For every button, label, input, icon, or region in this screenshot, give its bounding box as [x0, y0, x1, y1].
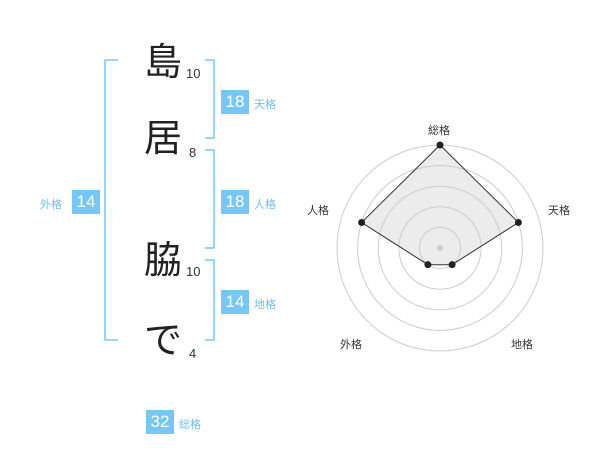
- chikaku-label: 地格: [254, 298, 276, 311]
- radar-grid-ring: [377, 185, 503, 311]
- stroke-count-2: 8: [189, 145, 197, 160]
- radar-point-4: [424, 261, 432, 269]
- radar-series-polygon: [360, 144, 520, 266]
- stroke-count-1: 10: [186, 66, 201, 81]
- radar-point-5: [358, 219, 366, 227]
- radar-axis-label-soukaku: 総格: [428, 124, 450, 137]
- tenkaku-value: 18: [221, 90, 249, 114]
- gaikaku-label: 外格: [40, 198, 62, 211]
- radar-grid-ring: [357, 165, 523, 331]
- radar-axis-label-jinkaku: 人格: [307, 204, 329, 217]
- name-char-4: で: [143, 318, 182, 362]
- radar-center-dot: [437, 245, 443, 251]
- radar-point-1: [436, 141, 444, 149]
- stroke-count-4: 4: [189, 346, 197, 361]
- radar-point-2: [514, 219, 522, 227]
- name-char-2: 居: [143, 116, 182, 160]
- soukaku-value: 32: [146, 410, 174, 434]
- chikaku-bracket: [205, 259, 215, 341]
- gaikaku-bracket: [104, 59, 118, 341]
- radar-axis-label-tenkaku: 天格: [548, 204, 570, 217]
- jinkaku-bracket: [205, 149, 215, 249]
- name-char-3: 脇: [143, 238, 182, 282]
- radar-axis-label-gaikaku: 外格: [340, 338, 362, 351]
- radar-point-3: [448, 261, 456, 269]
- chikaku-value: 14: [221, 290, 249, 314]
- tenkaku-bracket: [205, 59, 215, 139]
- name-char-1: 島: [143, 40, 182, 84]
- jinkaku-value: 18: [221, 190, 249, 214]
- gaikaku-value: 14: [72, 190, 100, 214]
- soukaku-label: 総格: [179, 418, 201, 431]
- radar-grid-ring: [398, 206, 482, 290]
- stroke-count-3: 10: [186, 264, 201, 279]
- radar-grid-ring: [418, 226, 462, 270]
- tenkaku-label: 天格: [254, 98, 276, 111]
- radar-axis-label-chikaku: 地格: [511, 338, 533, 351]
- jinkaku-label: 人格: [254, 198, 276, 211]
